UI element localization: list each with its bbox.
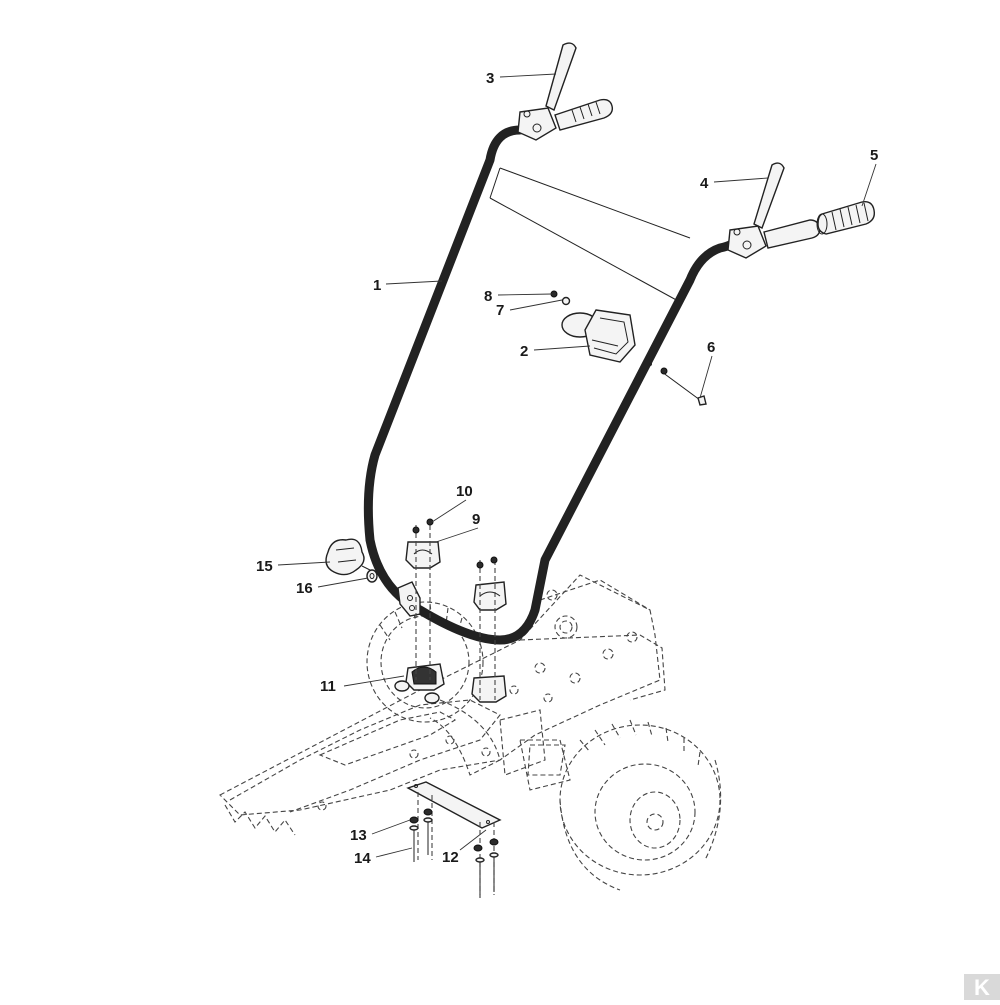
callout-4: 4 [700, 175, 709, 192]
callout-3: 3 [486, 70, 494, 87]
grip-part-5 [816, 200, 876, 235]
bolt-part-6 [648, 362, 707, 406]
callout-9: 9 [472, 511, 480, 528]
callout-2: 2 [520, 343, 528, 360]
callout-labels: 1 2 3 4 5 6 7 8 9 10 11 12 13 14 15 16 [256, 70, 878, 867]
callout-5: 5 [870, 147, 878, 164]
callout-16: 16 [296, 580, 313, 597]
nut-parts-10 [412, 518, 498, 569]
control-box-part-2 [561, 309, 636, 363]
clamp-parts-9-11 [394, 525, 507, 704]
callout-11: 11 [320, 678, 336, 695]
callout-12: 12 [442, 849, 459, 866]
callout-6: 6 [707, 339, 715, 356]
nut-washer-parts-7-8 [550, 290, 571, 306]
callout-13: 13 [350, 827, 367, 844]
right-lever-assembly [727, 162, 821, 259]
callout-8: 8 [484, 288, 492, 305]
handlebar-frame [363, 125, 747, 645]
callout-14: 14 [354, 850, 371, 867]
callout-leaders [277, 73, 877, 858]
callout-7: 7 [496, 302, 504, 319]
chassis-outline [219, 574, 722, 891]
logo-letter: K [974, 975, 990, 1000]
callout-15: 15 [256, 558, 273, 575]
bolt-parts-13-14 [409, 808, 499, 898]
callout-10: 10 [456, 483, 473, 500]
brand-logo: K [964, 974, 1000, 1000]
left-lever-assembly [517, 42, 614, 141]
washer-part-16 [366, 569, 378, 583]
callout-1: 1 [373, 277, 381, 294]
plate-part-12 [406, 781, 502, 895]
knob-part-15 [325, 538, 379, 576]
